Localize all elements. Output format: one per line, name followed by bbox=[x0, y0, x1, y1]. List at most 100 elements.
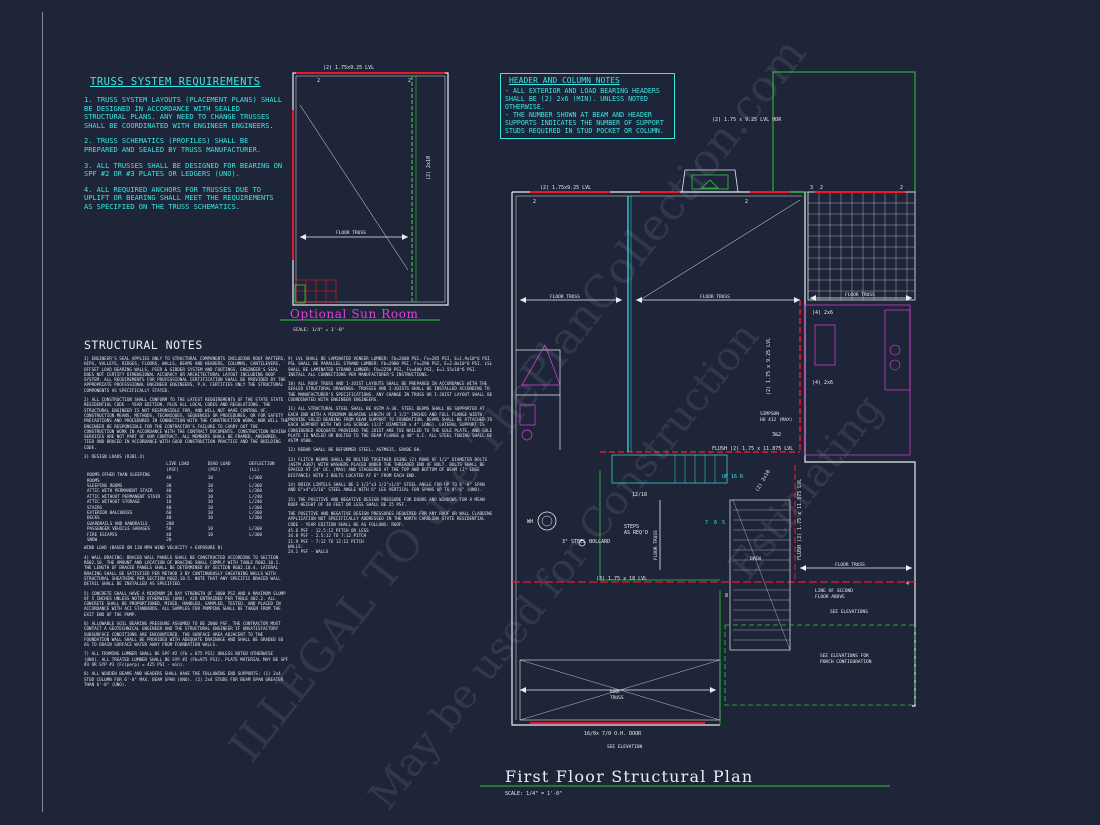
structural-note: 10) ALL ROOF TRUSS AND I-JOIST LAYOUTS S… bbox=[288, 381, 493, 403]
table-header-cell: DEAD LOAD (PSF) bbox=[207, 461, 231, 472]
post-count-label: 8 bbox=[725, 593, 728, 599]
table-cell: ATTIC WITHOUT PERMANENT STAIR bbox=[87, 493, 161, 499]
table-cell: 40 bbox=[166, 488, 172, 494]
sun-room-plan bbox=[280, 72, 449, 321]
table-cell: L/360 bbox=[249, 526, 262, 532]
see-elevations-label: SEE ELEVATIONS bbox=[830, 609, 868, 615]
structural-note: THE POSITIVE AND NEGATIVE DESIGN PRESSUR… bbox=[288, 511, 493, 527]
stair-number-label: 7 bbox=[705, 520, 708, 526]
structural-note: 4) WALL BRACING: BRACED WALL PANELS SHAL… bbox=[84, 554, 281, 587]
bollard bbox=[578, 539, 586, 547]
table-cell: 10 bbox=[207, 474, 213, 480]
structural-notes-right-column: 9) LVL SHALL BE LAMINATED VENEER LUMBER:… bbox=[288, 356, 493, 555]
structural-note: 2) ALL CONSTRUCTION SHALL CONFORM TO THE… bbox=[84, 397, 289, 450]
post-label: (4) 2x6 bbox=[812, 310, 833, 316]
table-cell: 40 bbox=[166, 474, 172, 480]
range-burner bbox=[889, 344, 901, 356]
table-header-cell: LIVE LOAD (PSF) bbox=[166, 461, 189, 472]
table-cell: 10 bbox=[166, 499, 172, 505]
plan-scale: SCALE: 1/4" = 1'-0" bbox=[505, 791, 562, 797]
post-count-label: 2 bbox=[408, 78, 411, 84]
structural-note: 6) ALLOWABLE SOIL BEARING PRESSURE ASSUM… bbox=[84, 621, 284, 648]
structural-note: 7) ALL FRAMING LUMBER SHALL BE SPF #2 (F… bbox=[84, 651, 289, 668]
table-cell: GUARDRAILS AND HANDRAILS bbox=[87, 520, 148, 526]
table-cell: L/360 bbox=[249, 510, 262, 515]
table-cell: 50 bbox=[166, 526, 172, 532]
header-note: - ALL EXTERIOR AND LOAD BEARING HEADERS … bbox=[505, 87, 660, 111]
table-cell: ROOMS OTHER THAN SLEEPING ROOMS bbox=[87, 472, 151, 483]
structural-note: 5) CONCRETE SHALL HAVE A MINIMUM 28 DAY … bbox=[84, 590, 286, 617]
truss-req-item: 4. ALL REQUIRED ANCHORS FOR TRUSSES DUE … bbox=[84, 185, 274, 211]
structural-note: 12) REBAR SHALL BE DEFORMED STEEL, ASTM6… bbox=[288, 447, 422, 453]
toilet bbox=[519, 404, 536, 426]
diagonal-line bbox=[299, 104, 409, 271]
deck-grid-lines bbox=[808, 192, 915, 300]
table-cell: L/360 bbox=[249, 482, 262, 488]
table-cell: 40 bbox=[166, 515, 172, 521]
table-cell: SLEEPING ROOMS bbox=[87, 482, 123, 488]
stair-up-label: UP 16 R bbox=[722, 474, 744, 480]
deck-grid bbox=[807, 191, 916, 301]
arrow-icon bbox=[906, 565, 912, 571]
table-cell: DECKS bbox=[87, 515, 100, 521]
table-cell: PASSENGER VEHICLE GARAGES bbox=[87, 526, 151, 532]
fireplace-symbol bbox=[701, 179, 719, 189]
table-cell: 40 bbox=[166, 504, 172, 510]
garage-door-label: 16/0x 7/0 O.H. DOOR bbox=[584, 731, 642, 737]
table-cell: L/240 bbox=[249, 493, 262, 499]
sun-room-truss-label: FLOOR TRUSS bbox=[336, 230, 366, 236]
porch-outline bbox=[724, 624, 916, 706]
floor-truss-label: FLOOR TRUSS bbox=[653, 530, 659, 560]
post-count-label: 2 bbox=[900, 185, 903, 191]
kitchen-counter bbox=[884, 309, 911, 391]
post-count-label: 2 bbox=[317, 78, 320, 84]
truss-requirements-title: TRUSS SYSTEM REQUIREMENTS bbox=[90, 76, 261, 88]
stair-treads bbox=[674, 455, 716, 483]
arrow-icon bbox=[402, 234, 408, 240]
table-cell: 10 bbox=[207, 510, 213, 515]
floor-outline-left bbox=[511, 192, 720, 726]
stair-number-label: 5 bbox=[722, 520, 725, 526]
arrow-icon bbox=[794, 297, 800, 303]
sun-room-side-label: (2) 2x10 bbox=[426, 156, 432, 180]
diagonal-line bbox=[639, 199, 801, 301]
fireplace bbox=[681, 169, 739, 193]
structural-note: 21.9 PSF - 7:12 TO 12:12 PITCH bbox=[288, 538, 364, 544]
table-cell: 10 bbox=[207, 504, 213, 510]
table-cell: 10 bbox=[207, 531, 213, 537]
table-cell: L/240 bbox=[249, 499, 262, 505]
post-count-label: 4 bbox=[906, 581, 909, 587]
sun-room-scale: SCALE: 1/4" = 1'-0" bbox=[293, 327, 344, 333]
table-cell: 30 bbox=[166, 482, 172, 488]
table-cell: EXTERIOR BALCONIES bbox=[87, 510, 133, 515]
header-column-notes-box: HEADER AND COLUMN NOTES - ALL EXTERIOR A… bbox=[500, 73, 675, 139]
sun-room-step bbox=[294, 284, 306, 304]
post-count-label: 2 bbox=[820, 185, 823, 191]
stair-ratio-label: 12/18 bbox=[632, 492, 647, 498]
table-cell: 10 bbox=[207, 499, 213, 505]
structural-note: 11) ALL STRUCTURAL STEEL SHALL BE ASTM A… bbox=[288, 406, 493, 444]
sun-room-outline bbox=[292, 72, 449, 306]
arrow-icon bbox=[906, 295, 912, 301]
sun-room-beam-label: (2) 1.75x9.25 LVL bbox=[323, 65, 374, 71]
stair-number-label: 6 bbox=[714, 520, 717, 526]
truss-req-item: 3. ALL TRUSSES SHALL BE DESIGNED FOR BEA… bbox=[84, 161, 283, 179]
structural-note: WALLS: bbox=[288, 543, 304, 549]
table-cell: ATTIC WITH PERMANENT STAIR bbox=[87, 488, 153, 494]
structural-note: 24.1 PSF - WALLS bbox=[288, 549, 329, 555]
left-border-line bbox=[42, 12, 43, 812]
table-cell: 20 bbox=[166, 493, 172, 499]
header-notes-title: HEADER AND COLUMN NOTES bbox=[509, 76, 620, 85]
vertical-beam-label: (2) 1.75 x 9.25 LVL bbox=[766, 338, 772, 395]
